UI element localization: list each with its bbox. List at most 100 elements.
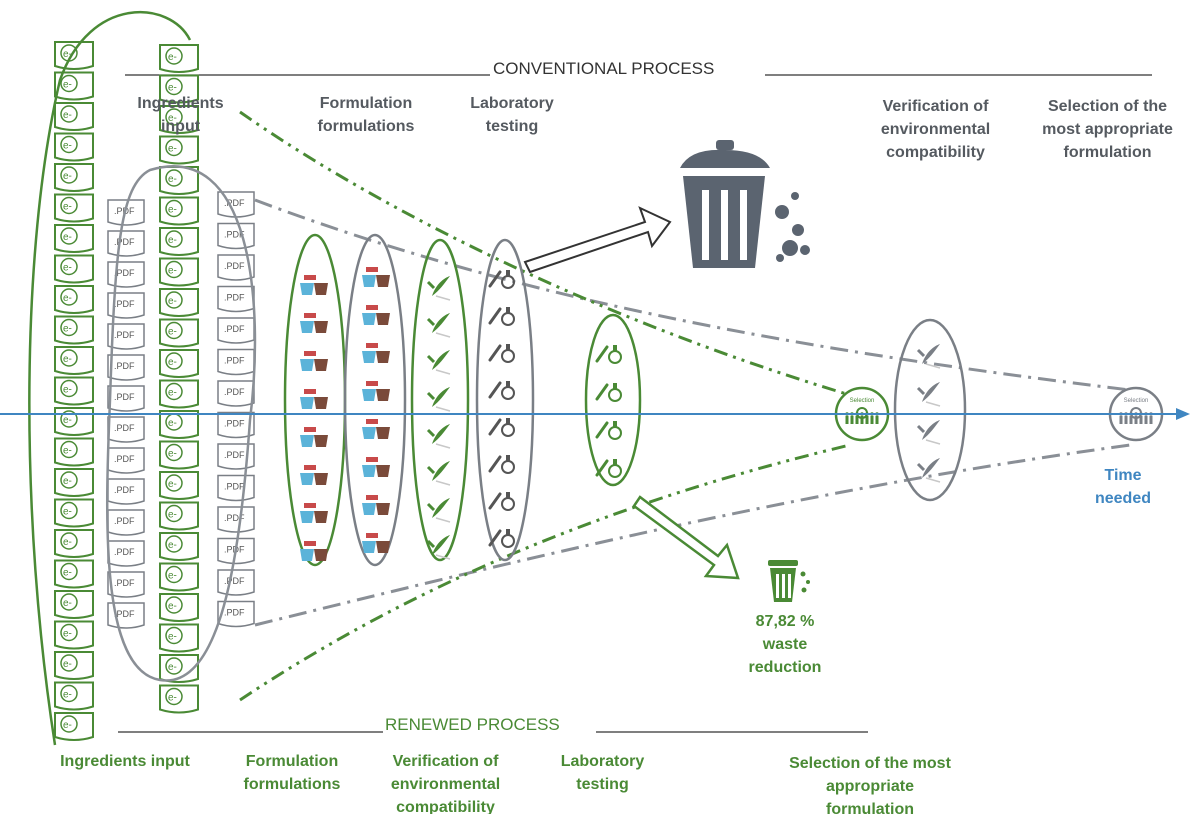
e-document-icon: e- <box>159 471 199 500</box>
svg-text:e-: e- <box>63 446 72 457</box>
e-document-icon: e- <box>159 684 199 714</box>
conventional-step-ingredients: Ingredients input <box>137 95 224 135</box>
svg-text:e-: e- <box>168 266 177 277</box>
pdf-document-icon: .PDF <box>217 285 255 313</box>
pdf-document-icon: .PDF <box>107 323 145 350</box>
svg-text:.PDF: .PDF <box>114 578 135 588</box>
renewed-step-ingredients: Ingredients input <box>60 753 190 770</box>
pdf-document-icon: .PDF <box>217 222 255 250</box>
e-document-icon: e- <box>54 620 94 650</box>
svg-text:e-: e- <box>168 52 177 63</box>
flask-icon <box>488 492 515 511</box>
svg-text:e-: e- <box>168 479 177 490</box>
svg-text:Selection: Selection <box>1124 398 1149 404</box>
flask-icon <box>595 383 622 402</box>
beaker-set-icon <box>362 495 390 515</box>
e-document-icon: e- <box>159 349 199 378</box>
beaker-set-icon <box>362 343 390 363</box>
flask-icon <box>488 529 515 548</box>
e-document-icon: e- <box>159 532 199 561</box>
trash-small-icon <box>768 560 810 602</box>
pdf-document-icon: .PDF <box>107 509 145 536</box>
renewed-step-testing: Laboratory testing <box>560 753 645 793</box>
e-document-icon: e- <box>54 163 94 192</box>
conventional-step-testing: Laboratory testing <box>470 95 554 135</box>
pdf-document-icon: .PDF <box>217 380 255 407</box>
trash-large-icon <box>680 140 810 268</box>
svg-text:.PDF: .PDF <box>114 330 135 340</box>
svg-text:e-: e- <box>63 537 72 548</box>
formulation-ellipse-gray <box>343 233 407 567</box>
svg-text:.PDF: .PDF <box>114 485 135 495</box>
svg-text:.PDF: .PDF <box>224 261 245 271</box>
pdf-document-icon: .PDF <box>217 254 255 281</box>
flask-icon <box>488 381 515 400</box>
e-document-icon: e- <box>54 315 94 345</box>
svg-text:e-: e- <box>63 141 72 152</box>
svg-text:.PDF: .PDF <box>114 454 135 464</box>
time-axis-arrowhead <box>1176 408 1190 420</box>
flask-icon <box>488 307 515 326</box>
svg-text:e-: e- <box>168 662 177 673</box>
e-document-icon: e- <box>54 254 94 284</box>
svg-text:.PDF: .PDF <box>224 198 245 208</box>
flask-icon <box>595 345 622 364</box>
renewed-step-formulation: Formulation formulations <box>243 753 341 793</box>
svg-text:e-: e- <box>168 632 177 643</box>
e-document-icon: e- <box>54 712 94 741</box>
e-document-icon: e- <box>54 437 94 467</box>
beaker-set-icon <box>362 267 390 287</box>
e-document-icon: e- <box>159 288 199 317</box>
beaker-set-icon <box>300 427 328 447</box>
e-document-icon: e- <box>54 224 94 253</box>
plant-icon <box>916 420 941 445</box>
svg-text:.PDF: .PDF <box>114 423 135 433</box>
e-document-icon: e- <box>54 193 94 223</box>
svg-text:e-: e- <box>168 357 177 368</box>
svg-text:.PDF: .PDF <box>224 230 245 240</box>
beaker-set-icon <box>300 503 328 523</box>
svg-text:e-: e- <box>63 690 72 701</box>
svg-text:e-: e- <box>168 601 177 612</box>
pdf-document-icon: .PDF <box>107 478 145 505</box>
plant-icon <box>916 382 941 407</box>
e-document-icon: e- <box>159 623 199 653</box>
svg-text:e-: e- <box>168 327 177 338</box>
trash-bins <box>680 140 810 602</box>
e-document-icon: e- <box>159 166 199 195</box>
e-document-icon: e- <box>54 498 94 528</box>
svg-text:e-: e- <box>63 354 72 365</box>
e-document-icon: e- <box>54 407 94 436</box>
svg-text:e-: e- <box>168 174 177 185</box>
beaker-set-icon <box>300 313 328 333</box>
waste-caption-label: waste reduction <box>748 636 822 676</box>
svg-text:e-: e- <box>168 540 177 551</box>
conventional-verification-ellipse <box>893 318 967 502</box>
svg-text:e-: e- <box>63 598 72 609</box>
svg-text:.PDF: .PDF <box>114 237 135 247</box>
pdf-document-icon: .PDF <box>217 443 255 470</box>
svg-text:.PDF: .PDF <box>224 356 245 366</box>
svg-text:.PDF: .PDF <box>224 513 245 523</box>
pdf-document-icon: .PDF <box>107 571 145 598</box>
svg-text:.PDF: .PDF <box>114 299 135 309</box>
e-document-icon: e- <box>159 44 199 73</box>
conventional-process-header: CONVENTIONAL PROCESS <box>491 59 717 79</box>
svg-text:e-: e- <box>168 388 177 399</box>
svg-text:.PDF: .PDF <box>224 545 245 555</box>
svg-text:e-: e- <box>168 449 177 460</box>
svg-text:e-: e- <box>63 263 72 274</box>
svg-text:.PDF: .PDF <box>224 293 245 303</box>
svg-text:e-: e- <box>168 296 177 307</box>
svg-text:.PDF: .PDF <box>114 609 135 619</box>
svg-text:e-: e- <box>63 202 72 213</box>
flask-icon <box>595 459 622 478</box>
beaker-set-icon <box>300 389 328 409</box>
renewed-funnel-top <box>239 110 851 397</box>
feedback-loop-arc <box>28 11 192 746</box>
plant-icon <box>916 344 941 369</box>
e-document-icon: e- <box>54 102 94 131</box>
svg-text:e-: e- <box>63 385 72 396</box>
